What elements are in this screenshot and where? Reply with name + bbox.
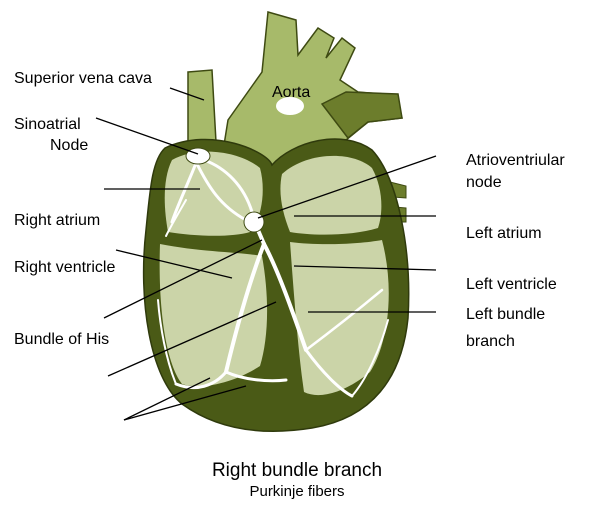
label-left-bundle-line1: Left bundle (466, 306, 545, 324)
right-ventricle-chamber (160, 244, 267, 386)
label-left-ventricle: Left ventricle (466, 276, 557, 294)
caption-right-bundle-branch: Right bundle branch (0, 460, 594, 482)
label-sinoatrial-line1: Sinoatrial (14, 116, 81, 134)
left-atrium-chamber (280, 156, 381, 235)
label-atrioventricular-line2: node (466, 174, 502, 192)
label-atrioventricular-line1: Atrioventriular (466, 152, 565, 170)
label-right-ventricle: Right ventricle (14, 259, 115, 277)
label-left-atrium: Left atrium (466, 225, 542, 243)
label-bundle-of-his: Bundle of His (14, 331, 109, 349)
caption-purkinje-fibers: Purkinje fibers (0, 483, 594, 501)
label-right-atrium: Right atrium (14, 212, 100, 230)
label-aorta: Aorta (272, 84, 310, 102)
atrioventricular-node (244, 212, 264, 232)
label-left-bundle-line2: branch (466, 333, 515, 351)
label-superior-vena-cava: Superior vena cava (14, 70, 152, 88)
label-sinoatrial-line2: Node (50, 137, 88, 155)
